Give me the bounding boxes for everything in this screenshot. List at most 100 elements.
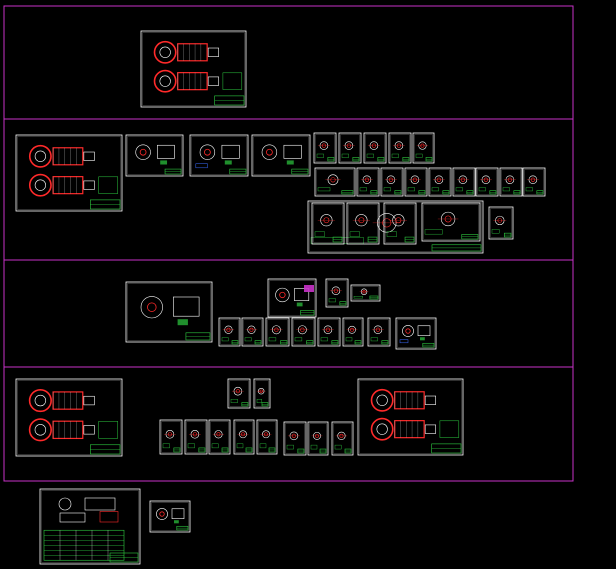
drawing-sheet-34 bbox=[317, 317, 341, 347]
drawing-sheet-14 bbox=[404, 167, 428, 197]
part-view bbox=[402, 325, 414, 337]
part-view bbox=[99, 511, 119, 523]
part-bore bbox=[405, 328, 411, 334]
gear-view bbox=[370, 417, 394, 441]
part-view bbox=[199, 144, 216, 160]
sheet-inner-border bbox=[358, 169, 378, 195]
sheet-border bbox=[253, 378, 271, 409]
note-block bbox=[259, 443, 267, 449]
section-band-4 bbox=[3, 366, 574, 482]
sheet-border bbox=[522, 167, 546, 197]
note-block bbox=[294, 337, 303, 342]
note-block bbox=[256, 399, 263, 403]
sheet-border bbox=[291, 317, 316, 347]
sheet-border bbox=[317, 317, 341, 347]
drawing-sheet-30 bbox=[218, 317, 241, 347]
drawing-sheet-2 bbox=[15, 134, 123, 212]
green-mark bbox=[160, 160, 168, 165]
sheet-border bbox=[325, 278, 349, 308]
part-view bbox=[261, 144, 278, 160]
part-view bbox=[171, 508, 185, 519]
sheet-inner-border bbox=[127, 283, 211, 341]
sheet-inner-border bbox=[490, 208, 512, 238]
sheet-border bbox=[311, 202, 345, 245]
note-block bbox=[407, 187, 415, 192]
sheet-border bbox=[125, 281, 213, 343]
sheet-inner-border bbox=[423, 204, 479, 240]
sheet-border bbox=[380, 167, 404, 197]
sheet-border bbox=[149, 500, 191, 533]
green-mark bbox=[224, 160, 232, 165]
sheet-inner-border bbox=[369, 319, 389, 345]
gear-hub bbox=[159, 46, 171, 58]
sheet-border bbox=[15, 134, 123, 212]
sheet-border bbox=[363, 132, 387, 164]
note-block bbox=[221, 337, 229, 342]
gear-view bbox=[153, 40, 177, 64]
note-block bbox=[386, 231, 397, 237]
sheet-inner-border bbox=[293, 319, 314, 345]
note-block bbox=[268, 337, 277, 342]
drawing-sheet-1 bbox=[140, 30, 247, 108]
drawing-sheet-44 bbox=[233, 419, 255, 455]
sheet-inner-border bbox=[333, 423, 352, 454]
sheet-inner-border bbox=[319, 319, 339, 345]
part-bore bbox=[266, 148, 273, 156]
part-view bbox=[135, 144, 151, 160]
gear-view bbox=[153, 69, 177, 93]
sheet-inner-border bbox=[524, 169, 544, 195]
section-bands bbox=[3, 5, 574, 482]
drawing-sheet-13 bbox=[380, 167, 404, 197]
sheet-inner-border bbox=[253, 136, 309, 175]
note-block bbox=[366, 153, 374, 158]
gear-hub bbox=[376, 423, 388, 435]
sheet-border bbox=[15, 378, 123, 457]
drawing-sheet-18 bbox=[499, 167, 523, 197]
gear-view bbox=[28, 144, 52, 168]
part-bore bbox=[279, 291, 286, 299]
drawing-sheet-25 bbox=[488, 206, 514, 240]
sheet-inner-border bbox=[235, 421, 253, 453]
sheet-border bbox=[283, 421, 307, 456]
green-mark bbox=[420, 337, 425, 341]
sheet-inner-border bbox=[269, 280, 315, 316]
note-block bbox=[345, 337, 353, 342]
sheet-border bbox=[475, 167, 499, 197]
drawing-sheet-4 bbox=[189, 134, 249, 177]
sheet-inner-border bbox=[344, 319, 362, 345]
drawing-sheet-3 bbox=[125, 134, 184, 177]
sheet-border bbox=[499, 167, 523, 197]
sheet-inner-border bbox=[348, 204, 378, 243]
sheet-inner-border bbox=[267, 319, 288, 345]
drawing-sheet-36 bbox=[367, 317, 391, 347]
sheet-border bbox=[367, 317, 391, 347]
part-view bbox=[417, 325, 431, 336]
parts-list bbox=[439, 420, 460, 438]
drawing-sheet-24 bbox=[421, 202, 481, 242]
sheet-inner-border bbox=[17, 380, 121, 455]
sheet-inner-border bbox=[220, 319, 239, 345]
sheet-inner-border bbox=[477, 169, 497, 195]
sheet-border bbox=[428, 167, 452, 197]
note-block bbox=[491, 229, 500, 234]
part-view bbox=[283, 144, 302, 159]
sheet-border bbox=[218, 317, 241, 347]
sheet-inner-border bbox=[501, 169, 521, 195]
sheet-inner-border bbox=[186, 421, 206, 453]
gear-hub bbox=[34, 150, 47, 162]
sheet-inner-border bbox=[315, 134, 335, 162]
sheet-inner-border bbox=[210, 421, 229, 453]
sheet-border bbox=[350, 284, 381, 302]
note-block bbox=[230, 399, 238, 403]
detail-view bbox=[399, 339, 409, 344]
part-view bbox=[173, 296, 200, 317]
sheet-border bbox=[395, 317, 437, 350]
note-block bbox=[320, 337, 328, 342]
note-block bbox=[317, 187, 331, 192]
sheet-inner-border bbox=[285, 423, 305, 454]
sheet-border bbox=[307, 421, 329, 456]
note-block bbox=[478, 187, 486, 192]
sheet-inner-border bbox=[161, 421, 181, 453]
